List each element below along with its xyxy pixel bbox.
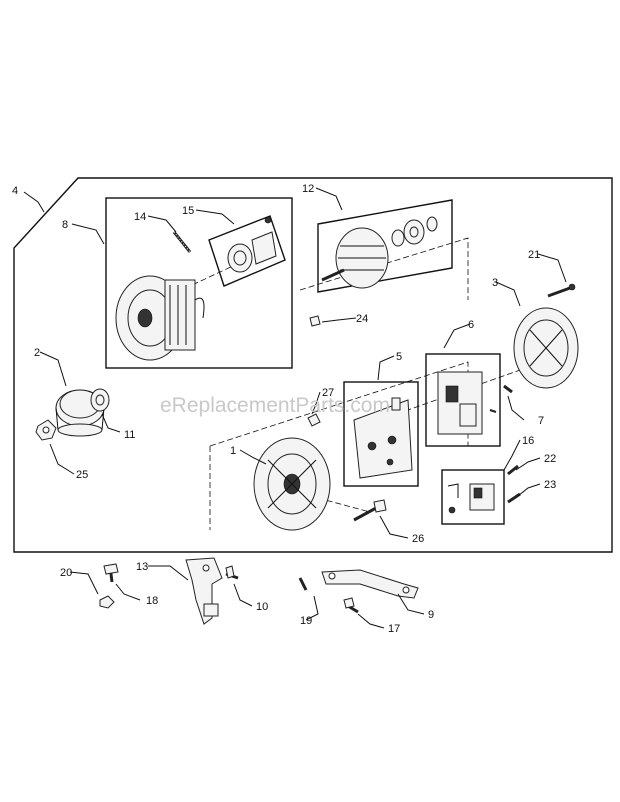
- callout-16: 16: [522, 435, 534, 447]
- pulley-nut: [35, 419, 57, 441]
- nut-20: [99, 595, 115, 609]
- callout-11: 11: [124, 429, 135, 441]
- callout-labels: 4 8 14 15 12 21 3 24 6 2 5 27 7 11 16 1 …: [12, 183, 556, 635]
- subassembly-box-16: [441, 469, 505, 525]
- spacer-washer: [90, 388, 110, 412]
- alternator-front-housing: [115, 275, 205, 361]
- callout-9: 9: [428, 609, 434, 621]
- callout-21: 21: [528, 249, 540, 261]
- nut-24: [309, 315, 321, 327]
- bolt-10: [225, 565, 239, 580]
- subassembly-box-8: [105, 197, 293, 369]
- callout-27: 27: [322, 387, 334, 399]
- assembly-outline: [13, 177, 613, 553]
- callout-13: 13: [136, 561, 148, 573]
- bracket-right: [321, 569, 419, 599]
- stud-bolt: [172, 231, 192, 253]
- bolt-26: [353, 499, 387, 522]
- rotor-assembly: [321, 216, 438, 289]
- callout-22: 22: [544, 453, 556, 465]
- bolt-17: [343, 597, 359, 614]
- callout-3: 3: [492, 277, 498, 289]
- callout-4: 4: [12, 185, 18, 197]
- nut-27: [307, 413, 321, 427]
- rectifier: [353, 397, 413, 479]
- callout-5: 5: [396, 351, 402, 363]
- callout-20: 20: [60, 567, 72, 579]
- subassembly-box-15: [208, 215, 286, 287]
- rear-cover: [513, 307, 579, 389]
- bolt-19: [298, 577, 308, 591]
- callout-25: 25: [76, 469, 88, 481]
- bolt-18: [103, 563, 119, 583]
- callout-19: 19: [300, 615, 312, 627]
- rear-housing: [253, 437, 331, 531]
- screw-22: [507, 464, 519, 476]
- leader-lines: [23, 187, 567, 629]
- bearing-plate: [227, 216, 277, 273]
- screw-7: [503, 384, 513, 394]
- callout-2: 2: [34, 347, 40, 359]
- subassembly-box-6: [425, 353, 501, 447]
- brush-holder: [447, 483, 495, 514]
- bracket-left: [185, 557, 223, 625]
- watermark: eReplacementParts.com: [160, 394, 390, 417]
- callout-24: 24: [356, 313, 368, 325]
- bolt-21: [547, 283, 576, 298]
- subassembly-box-5: [343, 381, 419, 487]
- callout-17: 17: [388, 623, 400, 635]
- callout-14: 14: [134, 211, 146, 223]
- callout-8: 8: [62, 219, 68, 231]
- callout-18: 18: [146, 595, 158, 607]
- callout-15: 15: [182, 205, 194, 217]
- callout-26: 26: [412, 533, 424, 545]
- screw-23: [507, 492, 521, 504]
- callout-12: 12: [302, 183, 314, 195]
- subassembly-box-12: [317, 199, 453, 293]
- regulator: [437, 371, 497, 435]
- callout-7: 7: [538, 415, 544, 427]
- callout-6: 6: [468, 319, 474, 331]
- callout-1: 1: [230, 445, 236, 457]
- callout-10: 10: [256, 601, 268, 613]
- callout-23: 23: [544, 479, 556, 491]
